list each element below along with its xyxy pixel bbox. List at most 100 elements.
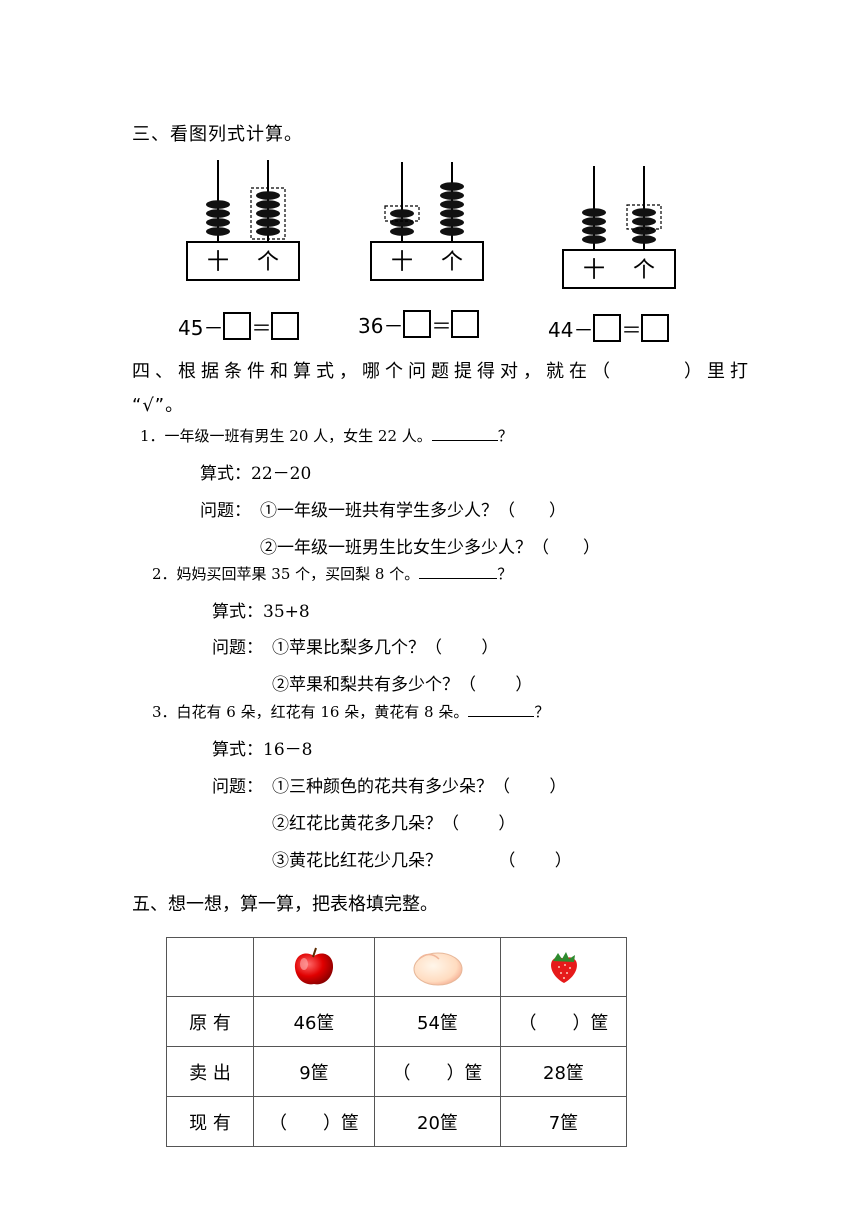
table-row: 原 有 46筐 54筐 （ ）筐 [166,996,627,1047]
condition-text: 2．妈妈买回苹果 35 个，买回梨 8 个。 [152,565,420,583]
problem-2-question-1[interactable]: ①苹果比梨多几个？（ ） [272,638,499,658]
tens-removed-beads-box [384,205,420,222]
question-mark: ？ [497,565,513,583]
problem-3-formula: 算式：16－8 [212,740,313,760]
ones-bead [440,200,464,209]
table-cell-blank[interactable]: （ ）筐 [500,996,627,1047]
tens-place-label: 十 [583,258,605,283]
condition-text: 3．白花有 6 朵，红花有 16 朵，黄花有 8 朵。 [152,703,469,721]
tens-bead [390,218,414,227]
abacus-base [186,241,300,281]
problem-3-question-3[interactable]: ③黄花比红花少几朵？ （ ） [272,851,572,871]
table-corner-cell [166,937,254,997]
tens-bead [206,227,230,236]
question-mark: ？ [534,703,550,721]
table-cell: 20筐 [374,1096,501,1147]
equation-1: 45－ ＝ [178,312,300,341]
problem-1-question-2[interactable]: ②一年级一班男生比女生少多少人？（ ） [260,538,600,558]
problem-2-condition: 2．妈妈买回苹果 35 个，买回梨 8 个。 ？ [152,563,512,584]
table-cell: 46筐 [253,996,375,1047]
answer-box[interactable] [593,314,622,342]
tens-bead [582,226,606,235]
answer-blank[interactable] [468,702,535,717]
question-mark: ？ [497,427,513,445]
tens-bead [582,208,606,217]
tens-place-label: 十 [391,250,413,275]
ones-place-label: 个 [257,250,279,275]
apple-icon [294,947,334,985]
problem-3-question-label: 问题： [212,777,263,797]
ones-bead [632,217,656,226]
tens-bead [582,217,606,226]
row-label: 卖 出 [166,1046,254,1097]
tens-bead [206,218,230,227]
problem-1-question-label: 问题： [200,501,251,521]
equals-sign: ＝ [251,316,272,340]
equals-sign: ＝ [621,318,642,342]
section-4-title-line2: “√”。 [132,395,185,416]
apple-header-cell [253,937,375,997]
section-3-title: 三、看图列式计算。 [132,124,303,145]
ones-bead [632,208,656,217]
ones-bead [256,209,280,218]
table-row: 卖 出 9筐 （ ）筐 28筐 [166,1046,627,1097]
equation-2: 36－ ＝ [358,310,480,339]
abacus-2: 十个 [370,160,486,284]
peach-header-cell [374,937,501,997]
table-cell: 28筐 [500,1046,627,1097]
strawberry-icon [550,952,577,983]
problem-3-question-2[interactable]: ②红花比黄花多几朵？（ ） [272,814,516,834]
ones-bead [256,191,280,200]
section-4-title: 四、根据条件和算式，哪个问题提得对，就在（ ）里打 [132,361,753,382]
fruit-table: 原 有 46筐 54筐 （ ）筐 卖 出 9筐 （ ）筐 28筐 现 有 （ ）… [166,937,627,1147]
answer-box[interactable] [223,312,252,340]
table-header-row [166,937,627,997]
problem-1-formula: 算式：22－20 [200,464,312,484]
tens-bead [390,209,414,218]
answer-box[interactable] [451,310,480,338]
equation-2-prefix: 36－ [358,314,404,338]
ones-bead [440,191,464,200]
ones-bead [256,200,280,209]
tens-place-label: 十 [207,250,229,275]
abacus-1: 十个 [186,158,302,284]
table-cell: 54筐 [374,996,501,1047]
answer-box[interactable] [403,310,432,338]
table-row: 现 有 （ ）筐 20筐 7筐 [166,1096,627,1147]
answer-blank[interactable] [419,564,498,579]
ones-bead [256,218,280,227]
answer-blank[interactable] [431,426,498,441]
abacus-3: 十个 [562,164,678,292]
abacus-base [562,249,676,289]
section-5-title: 五、想一想，算一算，把表格填完整。 [132,894,438,915]
tens-bead [390,227,414,236]
tens-bead [206,200,230,209]
ones-bead [440,182,464,191]
row-label: 现 有 [166,1096,254,1147]
condition-text: 1．一年级一班有男生 20 人，女生 22 人。 [140,427,432,445]
problem-1-condition: 1．一年级一班有男生 20 人，女生 22 人。 ？ [140,425,513,446]
problem-2-formula: 算式：35+8 [212,602,310,622]
problem-3-question-1[interactable]: ①三种颜色的花共有多少朵？（ ） [272,777,567,797]
problem-2-question-2[interactable]: ②苹果和梨共有多少个？（ ） [272,675,533,695]
ones-bead [256,227,280,236]
tens-bead [206,209,230,218]
ones-bead [440,218,464,227]
equals-sign: ＝ [431,314,452,338]
ones-bead [440,227,464,236]
problem-1-question-1[interactable]: ①一年级一班共有学生多少人？（ ） [260,501,566,521]
equation-1-prefix: 45－ [178,316,224,340]
ones-bead [632,235,656,244]
ones-removed-beads-box [626,204,662,230]
table-cell-blank[interactable]: （ ）筐 [374,1046,501,1097]
answer-box[interactable] [641,314,670,342]
row-label: 原 有 [166,996,254,1047]
problem-3-condition: 3．白花有 6 朵，红花有 16 朵，黄花有 8 朵。 ？ [152,701,549,722]
peach-icon [413,952,462,986]
answer-box[interactable] [271,312,300,340]
abacus-base [370,241,484,281]
ones-bead [440,209,464,218]
table-cell-blank[interactable]: （ ）筐 [253,1096,375,1147]
table-cell: 7筐 [500,1096,627,1147]
problem-2-question-label: 问题： [212,638,263,658]
